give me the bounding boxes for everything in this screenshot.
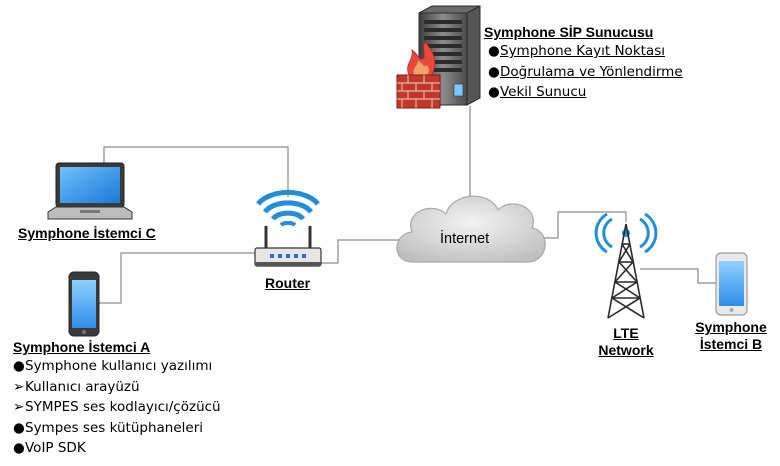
router-icon: [254, 189, 322, 267]
internet-label: İnternet: [440, 231, 490, 247]
server-feature-item: ●Symphone Kayıt Noktası: [488, 43, 665, 59]
server-feature-item: ●Vekil Sunucu: [488, 84, 587, 100]
server-title: Symphone SİP Sunucusu: [484, 24, 654, 40]
server-feature-item: ●Doğrulama ve Yönlendirme: [488, 63, 683, 80]
link-router-cloud: [315, 239, 405, 264]
lte-tower-icon: [594, 212, 658, 319]
router-label: Router: [265, 275, 311, 291]
lte-label: LTE Network: [598, 325, 654, 358]
link-laptop-router: [103, 146, 289, 197]
laptop-icon: [47, 162, 133, 220]
server-feature-list: ●Symphone Kayıt Noktası ●Doğrulama ve Yö…: [488, 41, 683, 103]
client-a-feature-item: ●Symphone kullanıcı yazılımı: [13, 358, 213, 374]
client-a-feature-item: ➢SYMPES ses kodlayıcı/çözücü: [13, 399, 221, 415]
phone-b-icon: [715, 252, 748, 316]
client-c-label: Symphone İstemci C: [18, 225, 156, 241]
connection-lines: [98, 106, 717, 304]
client-a-feature-item: ●VoIP SDK: [13, 440, 86, 456]
phone-a-icon: [68, 271, 100, 337]
client-b-label: Symphone İstemci B: [695, 319, 767, 352]
client-a-title: Symphone İstemci A: [13, 339, 151, 355]
link-cloud-lte: [537, 211, 627, 239]
server-icon: [418, 5, 481, 106]
cloud-icon: [396, 195, 546, 263]
client-a-feature-item: ●Sympes ses kütüphaneleri: [13, 419, 203, 436]
link-lte-phone-b: [640, 268, 717, 284]
link-phone-a-router: [98, 252, 262, 304]
client-a-feature-list: ●Symphone kullanıcı yazılımı ➢Kullanıcı …: [13, 356, 221, 459]
firewall-icon: [396, 41, 441, 109]
client-a-feature-item: ➢Kullanıcı arayüzü: [13, 378, 140, 395]
